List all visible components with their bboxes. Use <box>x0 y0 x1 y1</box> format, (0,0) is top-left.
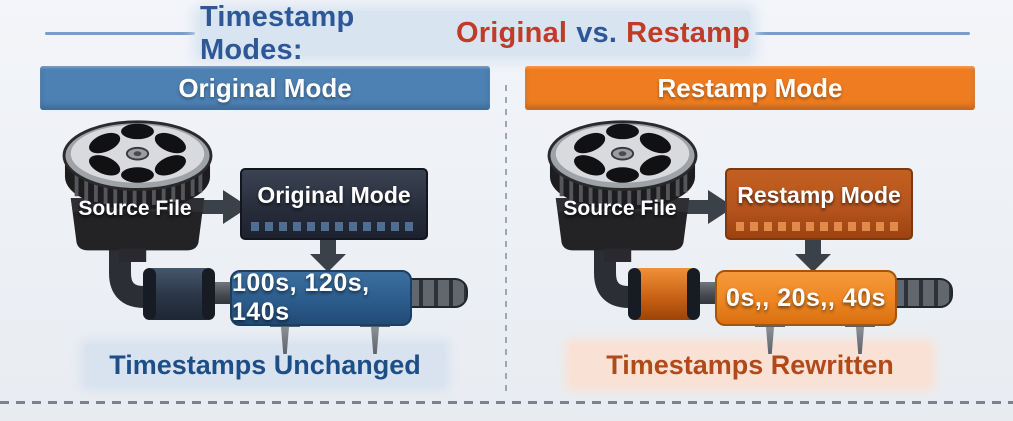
stand-leg <box>845 322 875 356</box>
caption-strip-restamp: Timestamps Rewritten <box>570 344 930 386</box>
stand-leg <box>755 322 785 356</box>
filmstrip-dots <box>251 222 417 231</box>
connector-cap <box>687 268 700 320</box>
output-tube <box>891 278 953 308</box>
title-right-rule <box>755 32 970 35</box>
pipe-connector <box>143 268 215 320</box>
output-tube <box>406 278 468 308</box>
timestamps-box-original: 100s, 120s, 140s <box>230 269 412 326</box>
title-left-rule <box>45 32 195 35</box>
restamp-mode-box: Restamp Mode <box>725 168 913 240</box>
original-mode-box: Original Mode <box>240 168 428 240</box>
film-reel-icon <box>547 120 698 262</box>
arrow-down-icon <box>795 240 831 272</box>
film-reel-icon <box>62 120 213 262</box>
bottom-dashed-rule <box>0 401 1013 404</box>
title-part-vs: vs. <box>576 17 618 49</box>
connector-cap <box>143 268 156 320</box>
restamp-mode-header-label: Restamp Mode <box>657 72 843 103</box>
timestamps-box-restamp: 0s,, 20s,, 40s <box>715 270 897 326</box>
original-mode-panel: Original Mode <box>40 60 490 395</box>
pipe-connector <box>628 268 700 320</box>
original-mode-header: Original Mode <box>40 66 490 110</box>
caption-original-label: Timestamps Unchanged <box>109 349 421 380</box>
source-file-label: Source File <box>563 197 677 220</box>
arrow-down-icon <box>310 240 346 272</box>
title-part-restamp: Restamp <box>626 17 750 49</box>
title-part-modes: Timestamp Modes: <box>200 0 355 66</box>
original-mode-header-label: Original Mode <box>178 72 352 103</box>
timestamps-restamp-label: 0s,, 20s,, 40s <box>726 283 886 312</box>
filmstrip-dots <box>736 222 902 231</box>
original-mode-box-label: Original Mode <box>257 182 411 208</box>
vertical-dashed-divider <box>505 85 507 392</box>
restamp-mode-box-label: Restamp Mode <box>737 182 901 208</box>
stand-leg <box>360 322 390 356</box>
timestamps-original-label: 100s, 120s, 140s <box>232 269 370 326</box>
stand-leg <box>270 322 300 356</box>
page-title: Timestamp Modes: Original vs. Restamp <box>200 1 750 66</box>
title-part-original: Original <box>456 17 568 49</box>
caption-restamp-label: Timestamps Rewritten <box>606 349 894 380</box>
caption-strip-original: Timestamps Unchanged <box>85 344 445 386</box>
restamp-mode-panel: Restamp Mode <box>525 60 975 395</box>
source-file-label: Source File <box>78 197 192 220</box>
restamp-mode-header: Restamp Mode <box>525 66 975 110</box>
connector-cap <box>628 268 641 320</box>
connector-cap <box>202 268 215 320</box>
